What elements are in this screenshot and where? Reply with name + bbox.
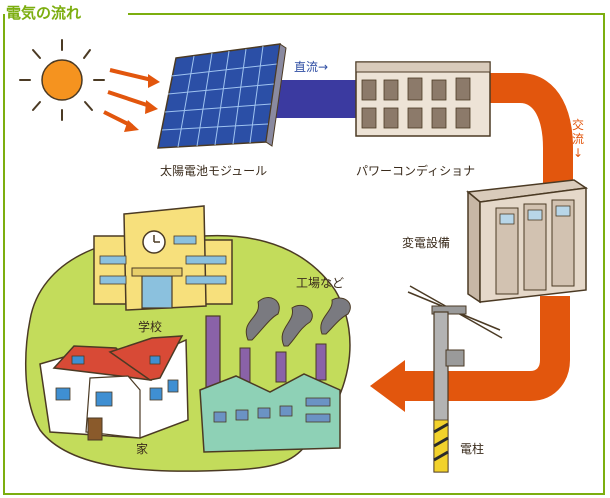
ac-flow-label-line2: 流 bbox=[572, 132, 585, 146]
school-icon bbox=[93, 205, 233, 311]
power-conditioner-label: パワーコンディショナ bbox=[356, 164, 476, 178]
dc-flow-label: 直流→ bbox=[294, 60, 329, 74]
sun-icon bbox=[19, 39, 105, 121]
solar-module-label: 太陽電池モジュール bbox=[160, 164, 268, 178]
ac-arrowhead bbox=[370, 360, 405, 412]
factory-icon bbox=[199, 297, 351, 453]
ac-flow-line-lower bbox=[400, 296, 570, 401]
ac-flow-arrow: ↓ bbox=[572, 146, 584, 160]
frame-border bbox=[3, 13, 605, 495]
utility-pole-icon bbox=[407, 285, 503, 473]
solar-panel-icon bbox=[157, 43, 287, 149]
factory-label: 工場など bbox=[296, 276, 345, 290]
ac-flow-line bbox=[490, 73, 573, 198]
dc-flow-band bbox=[272, 80, 360, 118]
substation-icon bbox=[466, 179, 589, 304]
sunlight-arrows bbox=[103, 68, 160, 132]
pole-label: 電柱 bbox=[460, 442, 485, 456]
page-title: 電気の流れ bbox=[6, 2, 88, 23]
school-label: 学校 bbox=[138, 320, 163, 334]
power-conditioner-icon bbox=[355, 61, 491, 137]
ac-flow-label: 交 流 ↓ bbox=[572, 118, 584, 160]
smoke-icon bbox=[245, 297, 351, 347]
ac-flow-label-line1: 交 bbox=[572, 118, 585, 132]
house-label: 家 bbox=[136, 442, 149, 456]
house-icon bbox=[39, 335, 189, 441]
substation-label: 変電設備 bbox=[402, 236, 451, 250]
